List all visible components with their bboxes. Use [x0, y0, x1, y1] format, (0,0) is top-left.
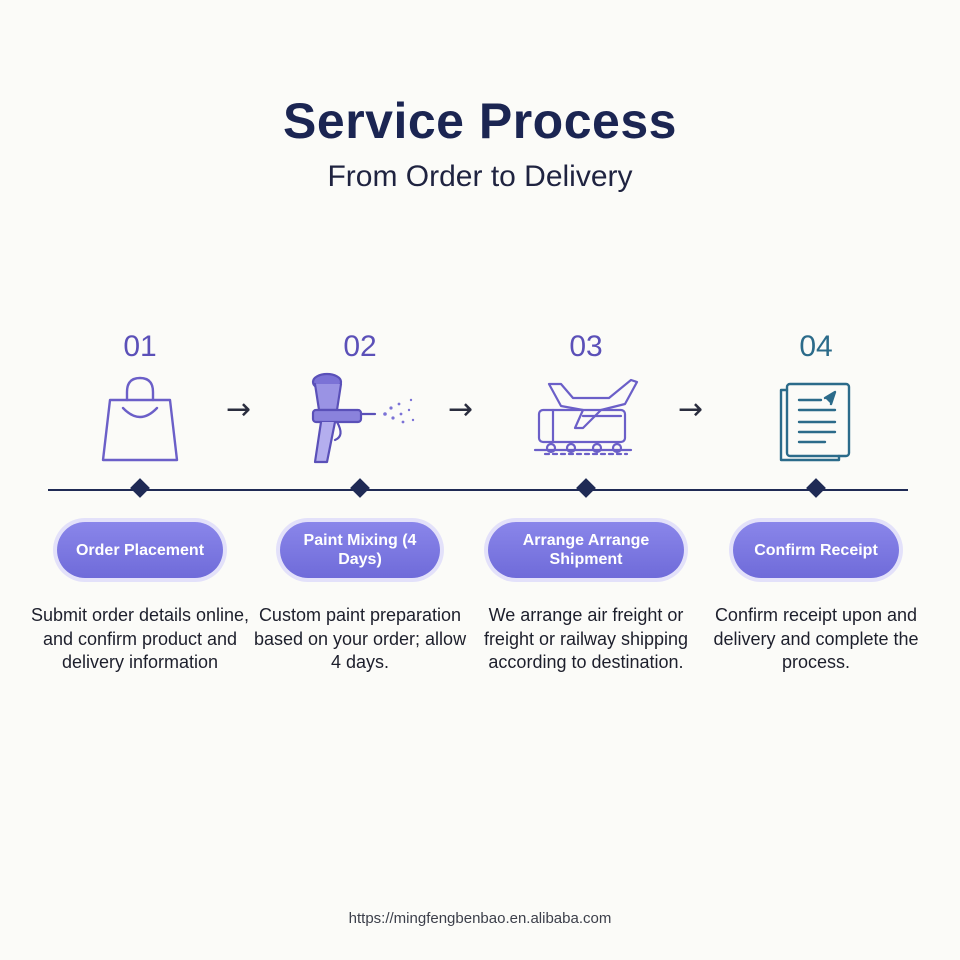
step-number: 04	[799, 330, 833, 363]
shopping-bag-icon	[85, 370, 195, 470]
step-description: Confirm receipt upon and delivery and co…	[713, 605, 919, 672]
timeline-marker	[576, 478, 596, 498]
timeline-marker	[130, 478, 150, 498]
timeline-line	[48, 489, 908, 491]
step-description: We arrange air freight or freight or rai…	[483, 605, 689, 672]
timeline-marker	[350, 478, 370, 498]
step-label-pill: Order Placement	[57, 522, 223, 578]
step-label-pill: Confirm Receipt	[733, 522, 899, 578]
step-number: 01	[123, 330, 157, 363]
document-icon	[761, 370, 871, 470]
step-number: 02	[343, 330, 377, 363]
timeline-marker	[806, 478, 826, 498]
page-title: Service Process	[283, 93, 677, 149]
step-4: 04 Confirm Receipt Confirm receipt upon …	[706, 330, 926, 672]
step-description: Custom paint preparation based on your o…	[253, 605, 467, 672]
step-3: 03 Arrange Arrange Shipment We arrange a…	[476, 330, 696, 672]
step-number: 03	[569, 330, 603, 363]
step-label-pill: Arrange Arrange Shipment	[488, 522, 684, 578]
plane-train-icon	[531, 370, 641, 470]
arrow-right-icon: →	[226, 392, 252, 427]
page-subtitle: From Order to Delivery	[327, 160, 633, 193]
spray-gun-icon	[295, 370, 425, 470]
arrow-right-icon: →	[678, 392, 704, 427]
step-label-pill: Paint Mixing (4 Days)	[280, 522, 440, 578]
step-1: 01 Order Placement Submit order details …	[30, 330, 250, 672]
arrow-right-icon: →	[448, 392, 474, 427]
step-description: Submit order details online, and confirm…	[30, 605, 250, 672]
footer-url: https://mingfengbenbao.en.alibaba.com	[348, 910, 612, 927]
step-2: 02 Paint Mixing (4 Days) Custom p	[250, 330, 470, 672]
